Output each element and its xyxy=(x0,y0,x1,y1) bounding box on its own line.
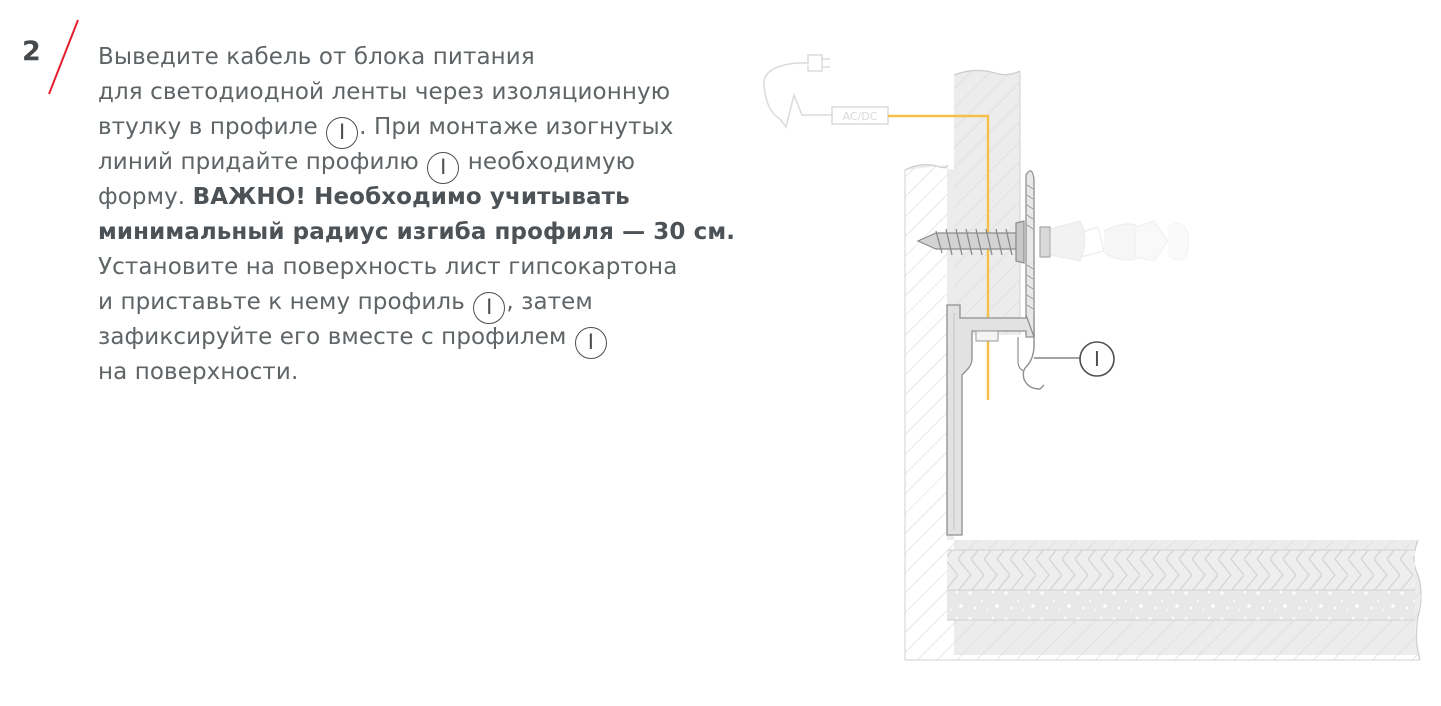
aluminium-profile xyxy=(946,170,1045,536)
profile-marker-badge: I xyxy=(473,292,506,324)
profile-marker-badge: I xyxy=(574,327,607,359)
profile-marker-badge: I xyxy=(326,117,359,149)
floor-layers xyxy=(947,549,1415,621)
important-note: минимальный радиус изгиба профиля — 30 с… xyxy=(98,219,736,245)
profile-callout: I xyxy=(1034,341,1115,377)
instruction-line: Выведите кабель от блока питания xyxy=(98,44,535,70)
power-supply-icon: AC/DC xyxy=(763,54,889,129)
instruction-fragment: , затем xyxy=(506,289,593,315)
instruction-fragment: зафиксируйте его вместе с профилем xyxy=(98,324,567,350)
installation-diagram: AC/DC I xyxy=(763,54,1422,661)
instruction-line: на поверхности. xyxy=(98,359,299,385)
instruction-fragment: . При монтаже изогнутых xyxy=(359,114,674,140)
instruction-fragment: необходимую xyxy=(467,149,636,175)
instruction-fragment: линий придайте профилю xyxy=(98,149,419,175)
important-note: ВАЖНО! Необходимо учитывать xyxy=(192,184,630,210)
instruction-line: минимальный радиус изгиба профиля — 30 с… xyxy=(98,215,748,250)
instruction-line: Установите на поверхность лист гипсокарт… xyxy=(98,254,678,280)
profile-marker-badge: I xyxy=(427,152,460,184)
instruction-text: Выведите кабель от блока питания для све… xyxy=(98,40,748,390)
step-divider-slash xyxy=(48,19,79,95)
instruction-fragment: втулку в профиле xyxy=(98,114,318,140)
instruction-fragment: форму. xyxy=(98,184,186,210)
psu-label: AC/DC xyxy=(843,110,878,123)
led-cable xyxy=(888,114,990,400)
instruction-line: втулку в профиле I. При монтаже изогнуты… xyxy=(98,110,748,149)
callout-label: I xyxy=(1094,347,1100,371)
step-number: 2 xyxy=(22,36,41,67)
instruction-line: для светодиодной ленты через изоляционну… xyxy=(98,79,671,105)
instruction-line: зафиксируйте его вместе с профилем I xyxy=(98,320,748,359)
instruction-line: линий придайте профилю I необходимую xyxy=(98,145,748,184)
anchor-ghost xyxy=(1049,220,1189,262)
instruction-fragment: и приставьте к нему профиль xyxy=(98,289,465,315)
instruction-line: форму. ВАЖНО! Необходимо учитывать xyxy=(98,180,748,215)
screw-icon xyxy=(916,220,1051,264)
instruction-line: и приставьте к нему профиль I, затем xyxy=(98,285,748,324)
